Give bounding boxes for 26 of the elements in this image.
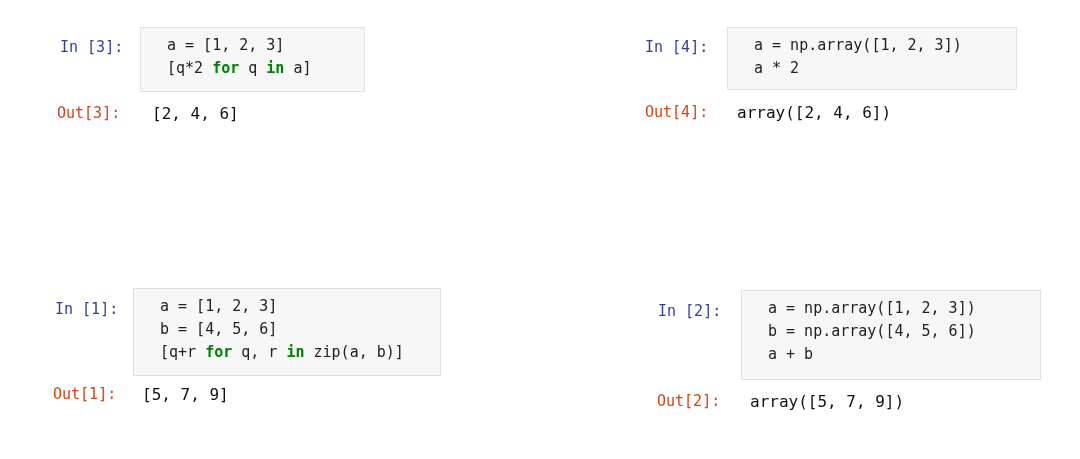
output-text: [5, 7, 9]: [142, 384, 229, 406]
code-line: [q*2 for q in a]: [167, 58, 313, 79]
code-cell: [133, 288, 441, 376]
input-prompt: In [1]:: [55, 299, 119, 320]
code-line: b = np.array([4, 5, 6]): [768, 321, 977, 342]
code-line: a = [1, 2, 3]: [160, 296, 279, 317]
output-prompt: Out[1]:: [53, 384, 117, 405]
code-cell: [741, 290, 1041, 380]
code-line: a = np.array([1, 2, 3]): [768, 298, 977, 319]
code-line: a + b: [768, 344, 815, 365]
output-prompt: Out[2]:: [657, 391, 721, 412]
output-prompt: Out[4]:: [645, 102, 709, 123]
code-line: a = [1, 2, 3]: [167, 35, 286, 56]
output-text: array([5, 7, 9]): [750, 391, 905, 413]
code-line: [q+r for q, r in zip(a, b)]: [160, 342, 405, 363]
input-prompt: In [2]:: [658, 301, 722, 322]
output-text: [2, 4, 6]: [152, 103, 239, 125]
input-prompt: In [4]:: [645, 37, 709, 58]
code-line: a = np.array([1, 2, 3]): [754, 35, 963, 56]
code-cell: [140, 27, 365, 92]
code-line: b = [4, 5, 6]: [160, 319, 279, 340]
output-text: array([2, 4, 6]): [737, 102, 892, 124]
code-line: a * 2: [754, 58, 801, 79]
code-cell: [727, 27, 1017, 90]
output-prompt: Out[3]:: [57, 103, 121, 124]
input-prompt: In [3]:: [60, 37, 124, 58]
